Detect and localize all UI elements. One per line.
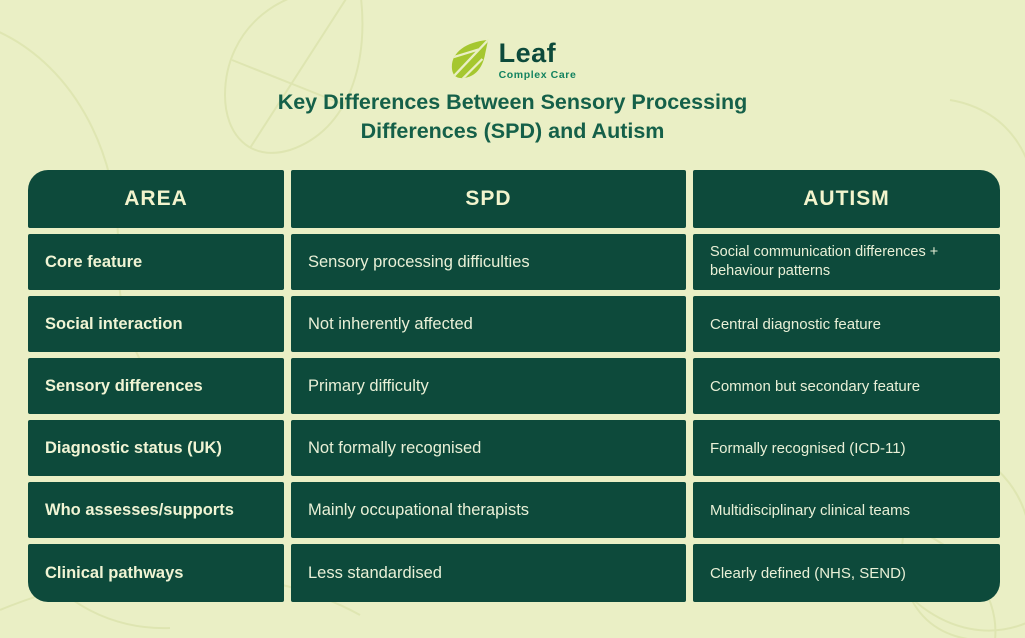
comparison-table: AREA SPD AUTISM Core feature Sensory pro… <box>28 170 1000 602</box>
spd-cell: Not inherently affected <box>291 296 686 352</box>
title-line-1: Key Differences Between Sensory Processi… <box>277 90 748 114</box>
column-header-area: AREA <box>28 170 284 228</box>
row-label: Sensory differences <box>28 358 284 414</box>
spd-cell: Sensory processing difficulties <box>291 234 686 290</box>
column-header-autism: AUTISM <box>693 170 1000 228</box>
autism-cell: Common but secondary feature <box>693 358 1000 414</box>
spd-cell: Primary difficulty <box>291 358 686 414</box>
autism-cell: Social communication differences + behav… <box>693 234 1000 290</box>
row-label: Clinical pathways <box>28 544 284 602</box>
spd-cell: Mainly occupational therapists <box>291 482 686 538</box>
row-label: Who assesses/supports <box>28 482 284 538</box>
column-header-spd: SPD <box>291 170 686 228</box>
title-line-2: Differences (SPD) and Autism <box>360 119 665 143</box>
brand-logo: Leaf Complex Care <box>0 38 1025 81</box>
brand-tagline: Complex Care <box>498 69 577 81</box>
page-title: Key Differences Between Sensory Processi… <box>0 88 1025 146</box>
brand-text: Leaf Complex Care <box>499 38 577 81</box>
autism-cell: Central diagnostic feature <box>693 296 1000 352</box>
row-label: Core feature <box>28 234 284 290</box>
row-label: Social interaction <box>28 296 284 352</box>
row-label: Diagnostic status (UK) <box>28 420 284 476</box>
brand-name: Leaf <box>498 38 557 68</box>
autism-cell: Clearly defined (NHS, SEND) <box>693 544 1000 602</box>
spd-cell: Not formally recognised <box>291 420 686 476</box>
leaf-icon <box>451 39 488 79</box>
autism-cell: Formally recognised (ICD-11) <box>693 420 1000 476</box>
autism-cell: Multidisciplinary clinical teams <box>693 482 1000 538</box>
spd-cell: Less standardised <box>291 544 686 602</box>
